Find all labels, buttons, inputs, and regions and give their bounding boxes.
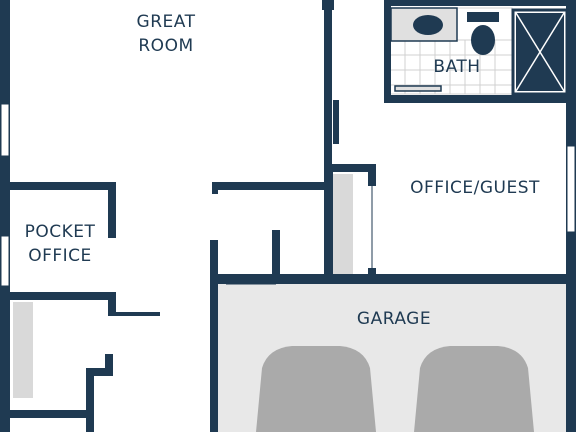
car-left	[256, 346, 376, 432]
shower-icon	[511, 8, 569, 96]
pocket-office-label: POCKET OFFICE	[16, 220, 104, 268]
garage-label: GARAGE	[356, 309, 432, 329]
great-room-label-line1: GREAT	[136, 12, 196, 32]
great-room-label-line2: ROOM	[138, 36, 194, 56]
pocket-office-label-line2: OFFICE	[28, 246, 92, 266]
car-right	[414, 346, 534, 432]
toilet-bowl-icon	[471, 25, 495, 55]
bath-label: BATH	[433, 57, 481, 77]
closet-pocket-office	[13, 302, 33, 398]
office-guest-label: OFFICE/GUEST	[410, 178, 540, 198]
toilet-tank-icon	[467, 12, 499, 22]
windows	[0, 103, 576, 287]
pocket-office-label-line1: POCKET	[24, 222, 96, 242]
sink-icon	[413, 15, 443, 35]
closet-office	[333, 174, 353, 274]
shower-bench	[394, 85, 442, 92]
great-room-label: GREAT ROOM	[126, 10, 206, 58]
